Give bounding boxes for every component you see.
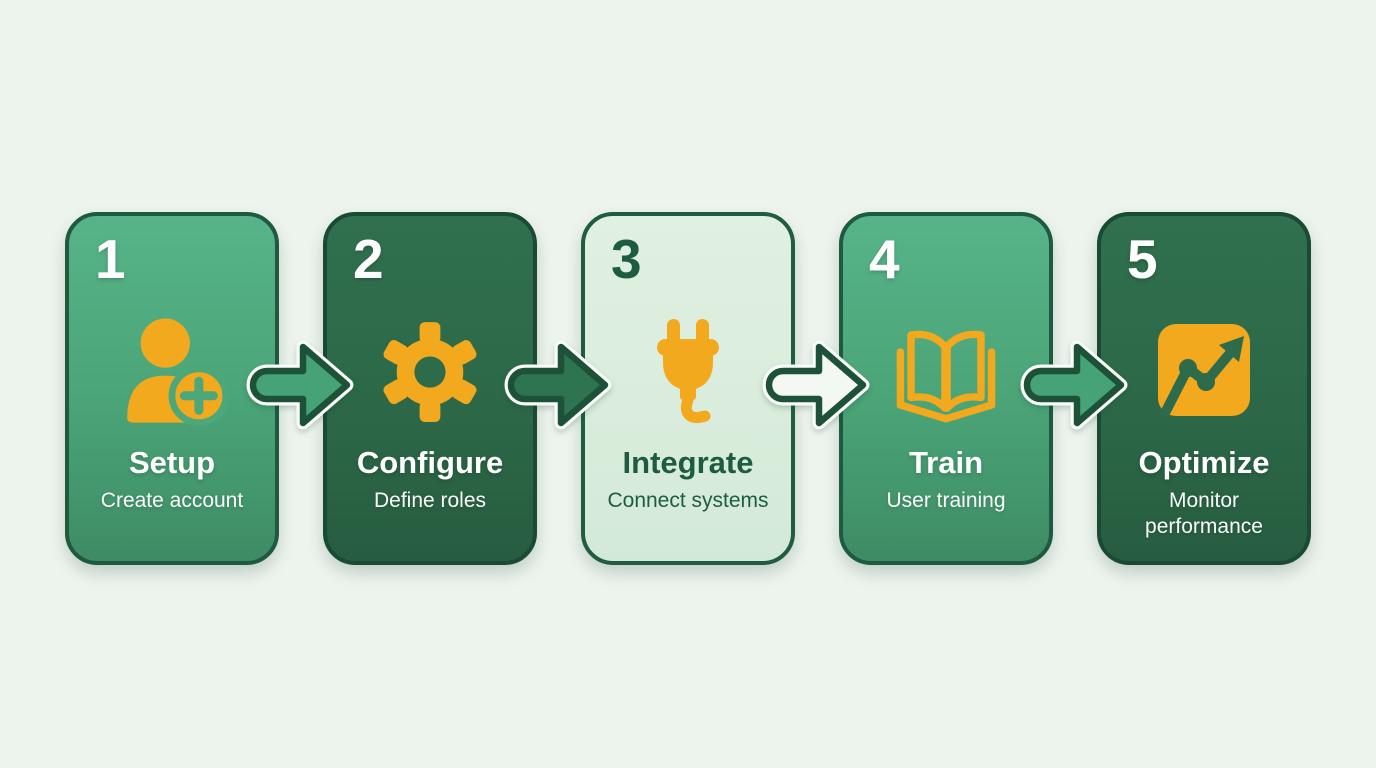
step-5: 5 Optimize Monitor performance <box>1097 212 1311 565</box>
step-title: Setup <box>128 445 216 480</box>
step-subtitle: Create account <box>100 489 244 512</box>
gear-icon <box>378 302 482 437</box>
step-subtitle: Connect systems <box>607 489 769 512</box>
step-title: Configure <box>356 445 504 480</box>
step-title: Optimize <box>1138 445 1270 480</box>
step-subtitle: Define roles <box>373 489 487 512</box>
step-card-setup: 1 Setup Create account <box>65 212 279 565</box>
step-number: 4 <box>869 228 900 290</box>
step-subtitle: User training <box>886 489 1006 512</box>
step-title: Integrate <box>622 445 754 480</box>
growth-chart-icon <box>1154 302 1254 437</box>
arrow-right-icon <box>1020 340 1128 430</box>
step-number: 5 <box>1127 228 1158 290</box>
step-number: 1 <box>95 228 126 290</box>
step-1: 1 Setup Create account <box>65 212 354 565</box>
step-3: 3 Integrate Connect systems <box>581 212 870 565</box>
step-number: 3 <box>611 228 642 290</box>
step-subtitle: Monitor performance <box>1145 489 1263 538</box>
plug-icon <box>638 302 738 437</box>
step-title: Train <box>908 445 984 480</box>
step-4: 4 Train User training <box>839 212 1128 565</box>
arrow-right-icon <box>504 340 612 430</box>
step-card-train: 4 Train User training <box>839 212 1053 565</box>
arrow-right-icon <box>246 340 354 430</box>
step-card-optimize: 5 Optimize Monitor performance <box>1097 212 1311 565</box>
process-flow-diagram: 1 Setup Create account 2 <box>0 212 1376 565</box>
add-user-icon <box>116 302 228 437</box>
arrow-right-icon <box>762 340 870 430</box>
book-icon <box>885 302 1007 437</box>
step-number: 2 <box>353 228 384 290</box>
